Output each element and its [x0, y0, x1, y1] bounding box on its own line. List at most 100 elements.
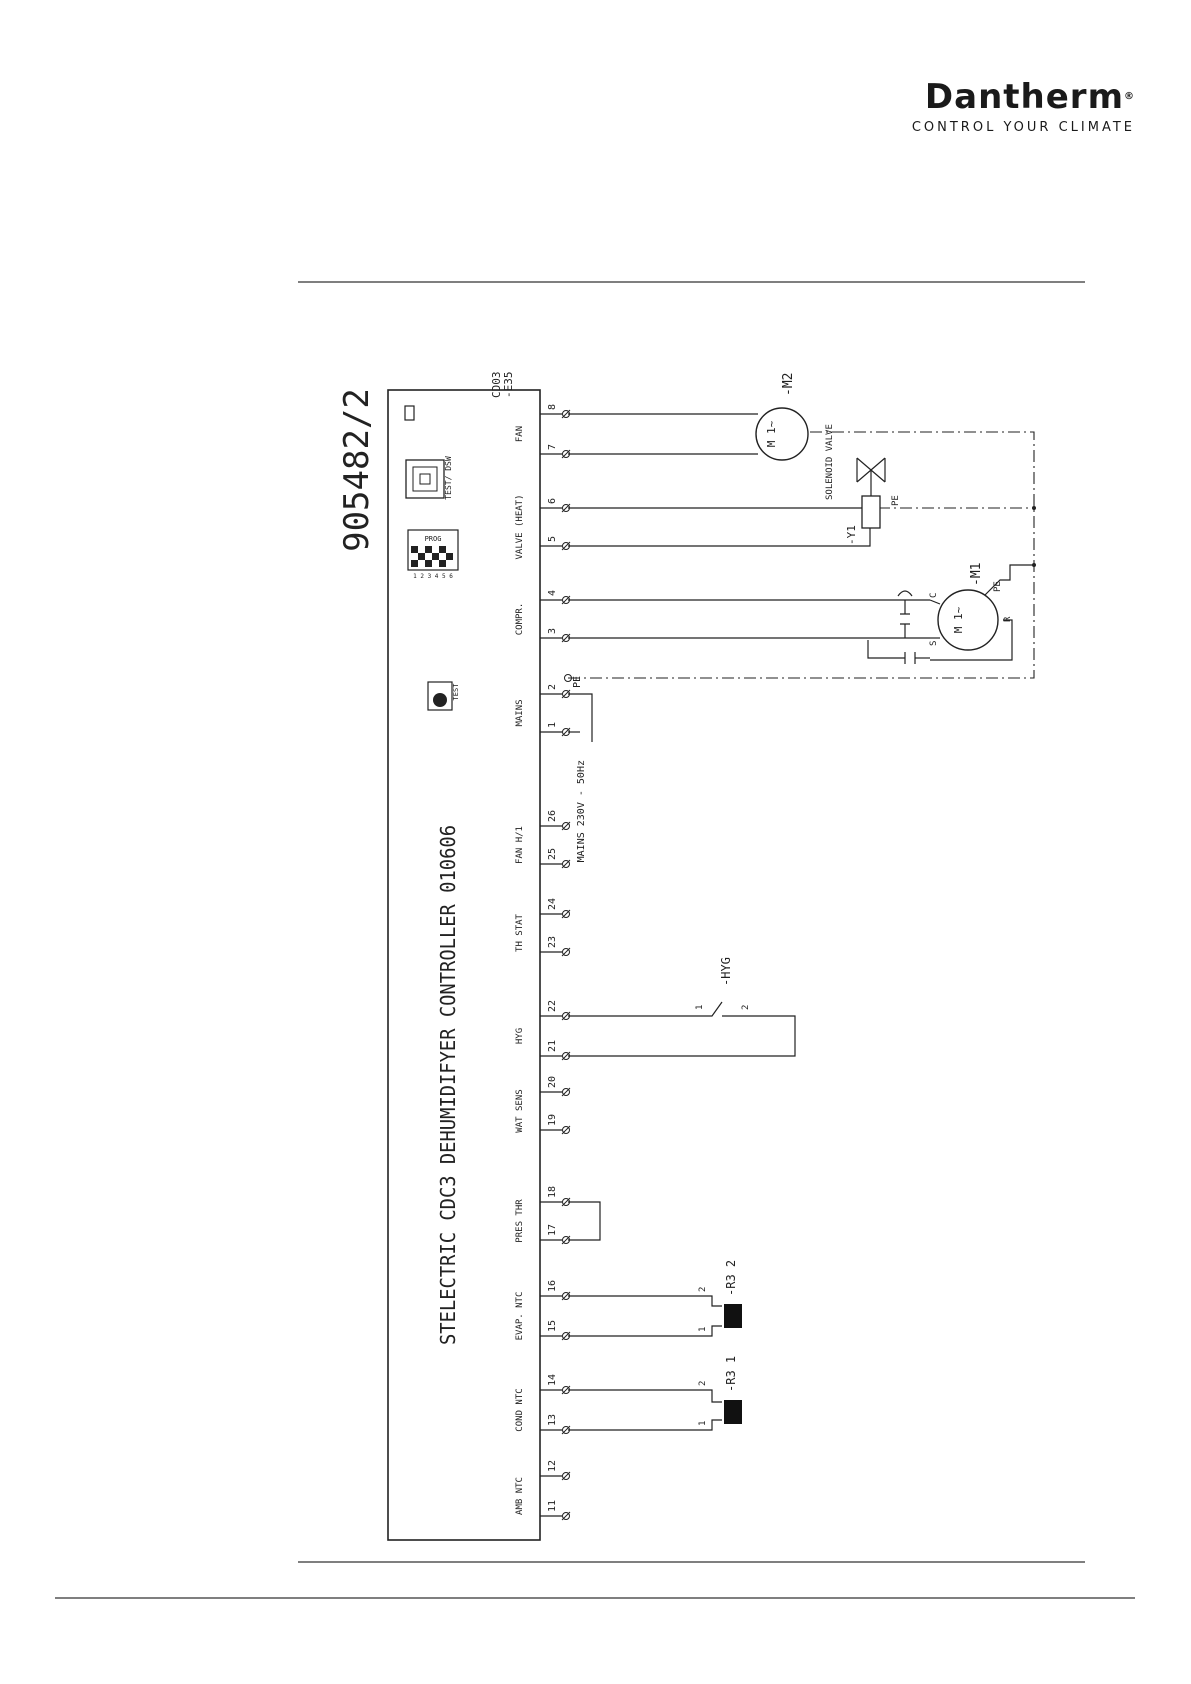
mains-supply-label: MAINS 230V - 50Hz	[576, 760, 587, 862]
terminal-4: 4	[540, 590, 571, 605]
group-label-thstat: TH STAT	[515, 913, 525, 952]
prog-dip-switch	[407, 529, 459, 571]
terminal-26: 26	[540, 810, 571, 831]
compressor-terminal-s: S	[929, 641, 939, 646]
terminal-number: 11	[547, 1500, 558, 1512]
brand-registered-mark: ®	[1124, 91, 1135, 102]
cond-sensor-pin-2: 2	[698, 1381, 708, 1386]
terminal-8: 8	[540, 404, 571, 419]
hygrostat-pin-1: 1	[695, 1005, 705, 1010]
hygrostat-ref: -HYG	[719, 957, 733, 986]
group-label-hyg: HYG	[515, 1028, 525, 1044]
terminal-number: 21	[547, 1040, 558, 1052]
solenoid-coil	[861, 495, 881, 529]
module-ref-2: -E35	[502, 372, 515, 399]
terminal-15: 15	[540, 1320, 571, 1341]
cond-sensor	[724, 1400, 742, 1424]
compressor-motor-m1	[937, 589, 999, 651]
run-capacitor-icon	[900, 613, 910, 625]
group-label-fan2: FAN H/1	[515, 826, 525, 864]
prog-numbers: 1 2 3 4 5 6	[413, 573, 453, 580]
terminal-number: 3	[547, 628, 558, 634]
solenoid-pe: PE	[891, 495, 901, 506]
terminal-number: 18	[547, 1186, 558, 1198]
prog-label: PROG	[425, 535, 442, 543]
test-dsw-connector	[405, 459, 445, 499]
group-label-valve: VALVE (HEAT)	[515, 494, 525, 559]
brand-name: Dantherm	[924, 77, 1124, 117]
fan-motor-m2	[755, 407, 809, 461]
status-indicator	[404, 405, 415, 421]
terminal-PE: PE	[564, 674, 583, 688]
earth-junction	[1032, 506, 1036, 510]
terminal-number: 1	[547, 722, 558, 728]
terminal-11: 11	[540, 1500, 571, 1521]
terminal-number: 2	[547, 684, 558, 690]
test-dsw-label: TEST/ DSW	[444, 456, 453, 500]
brand-logo: Dantherm® CONTROL YOUR CLIMATE	[912, 80, 1135, 135]
group-label-evap: EVAP. NTC	[515, 1292, 525, 1341]
fan-motor-ref: -M2	[781, 373, 796, 396]
group-labels: AMB NTC COND NTC EVAP. NTC PRES THR WAT SENS…	[515, 426, 525, 1515]
compressor-motor-ref: -M1	[969, 563, 984, 586]
terminal-20: 20	[540, 1076, 571, 1097]
capacitor-icon	[904, 652, 916, 664]
drawing-number: 905482/2	[337, 388, 377, 552]
fan-motor-symbol: M 1~	[765, 420, 778, 447]
wires	[568, 413, 1034, 1431]
terminal-number: 7	[547, 444, 558, 450]
group-label-pres: PRES THR	[515, 1199, 525, 1243]
compressor-terminal-c: C	[929, 593, 939, 598]
group-label-cond: COND NTC	[515, 1388, 525, 1431]
terminal-number: 13	[547, 1414, 558, 1426]
terminal-24: 24	[540, 898, 571, 919]
group-label-mains: MAINS	[515, 699, 525, 726]
terminal-13: 13	[540, 1414, 571, 1435]
terminal-number: 17	[547, 1224, 558, 1236]
terminal-number: 22	[547, 1000, 558, 1012]
terminal-16: 16	[540, 1280, 571, 1301]
evap-sensor-pin-1: 1	[698, 1327, 708, 1332]
brand-wordmark: Dantherm®	[912, 80, 1135, 114]
terminal-1: 1	[540, 722, 571, 737]
terminal-number: 15	[547, 1320, 558, 1332]
terminal-number: 4	[547, 590, 558, 596]
earth-junction	[1032, 563, 1036, 567]
terminal-14: 14	[540, 1374, 571, 1395]
evap-sensor	[724, 1304, 742, 1328]
terminal-number: 8	[547, 404, 558, 410]
terminal-17: 17	[540, 1224, 571, 1245]
evap-sensor-ref: -R3 2	[724, 1260, 738, 1296]
group-label-amb: AMB NTC	[515, 1477, 525, 1515]
terminal-21: 21	[540, 1040, 571, 1061]
controller-title: STELECTRIC CDC3 DEHUMIDIFYER CONTROLLER …	[436, 825, 460, 1345]
terminal-23: 23	[540, 936, 571, 957]
terminal-number: 25	[547, 848, 558, 860]
cond-sensor-ref: -R3 1	[724, 1356, 738, 1392]
group-label-compr: COMPR.	[515, 603, 525, 636]
compressor-pe: PE	[993, 581, 1003, 592]
terminal-number: 12	[547, 1460, 558, 1472]
evap-sensor-pin-2: 2	[698, 1287, 708, 1292]
solenoid-valve-icon	[856, 457, 886, 496]
test-label: TEST	[452, 683, 460, 701]
terminal-6: 6	[540, 498, 571, 513]
terminal-3: 3	[540, 628, 571, 643]
terminal-number: 24	[547, 898, 558, 910]
terminal-12: 12	[540, 1460, 571, 1481]
earth-wiring	[568, 431, 1035, 679]
terminal-18: 18	[540, 1186, 571, 1207]
hygrostat-pin-2: 2	[741, 1005, 751, 1010]
terminal-5: 5	[540, 536, 571, 551]
terminal-label: PE	[572, 676, 583, 688]
terminal-number: 26	[547, 810, 558, 822]
terminal-22: 22	[540, 1000, 571, 1021]
group-label-wat: WAT SENS	[515, 1089, 525, 1132]
terminal-7: 7	[540, 444, 571, 459]
group-label-fan: FAN	[515, 426, 525, 442]
test-button-frame	[427, 681, 453, 711]
terminal-number: 5	[547, 536, 558, 542]
terminal-number: 23	[547, 936, 558, 948]
